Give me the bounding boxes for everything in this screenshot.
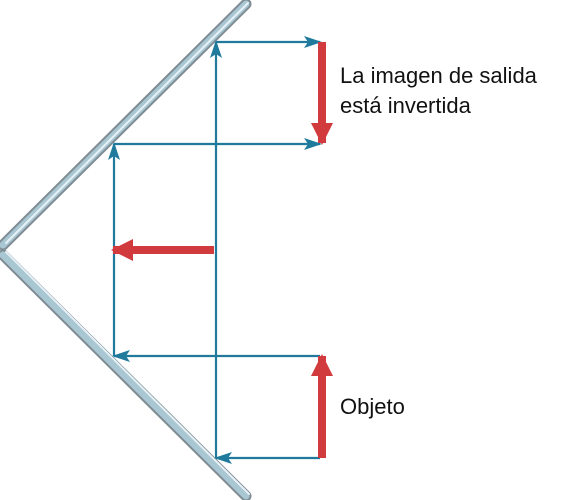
output-image-label-line1: La imagen de salida	[340, 63, 537, 88]
lower-mirror	[0, 249, 252, 500]
output-image-label-line2: está invertida	[340, 93, 471, 118]
upper-mirror	[0, 0, 252, 251]
object-label-text: Objeto	[340, 394, 405, 419]
output-image-label: La imagen de salida está invertida	[340, 61, 537, 121]
object-label: Objeto	[340, 392, 405, 422]
inner-ray	[210, 36, 322, 464]
